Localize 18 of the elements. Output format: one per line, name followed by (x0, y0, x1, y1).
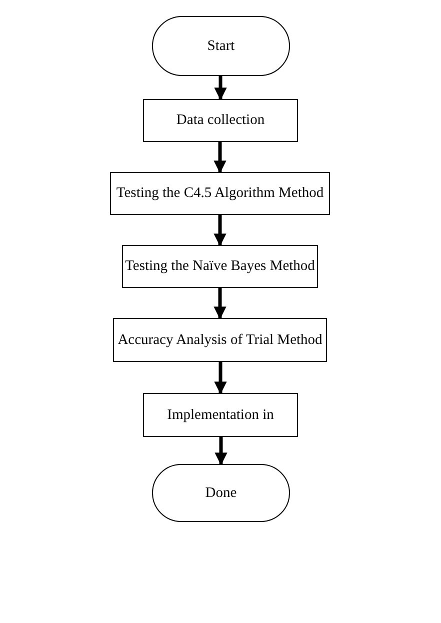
process-box (110, 172, 330, 215)
arrow (214, 76, 227, 100)
arrow (214, 437, 228, 466)
node-label: Done (205, 484, 237, 502)
node-label: Data collection (176, 112, 265, 129)
node-label: Testing the C4.5 Algorithm Method (116, 185, 324, 202)
arrow (214, 362, 227, 394)
arrow (214, 288, 226, 320)
node-label: Testing the Naïve Bayes Method (125, 258, 315, 275)
arrow (214, 142, 226, 174)
process-box (143, 393, 298, 437)
process-box (113, 318, 327, 362)
node-label: Start (207, 38, 235, 54)
process-box (143, 99, 298, 142)
process-box (122, 245, 318, 288)
node-label: Accuracy Analysis of Trial Method (118, 332, 322, 348)
arrow (214, 215, 226, 246)
node-label: Implementation in (167, 406, 274, 424)
